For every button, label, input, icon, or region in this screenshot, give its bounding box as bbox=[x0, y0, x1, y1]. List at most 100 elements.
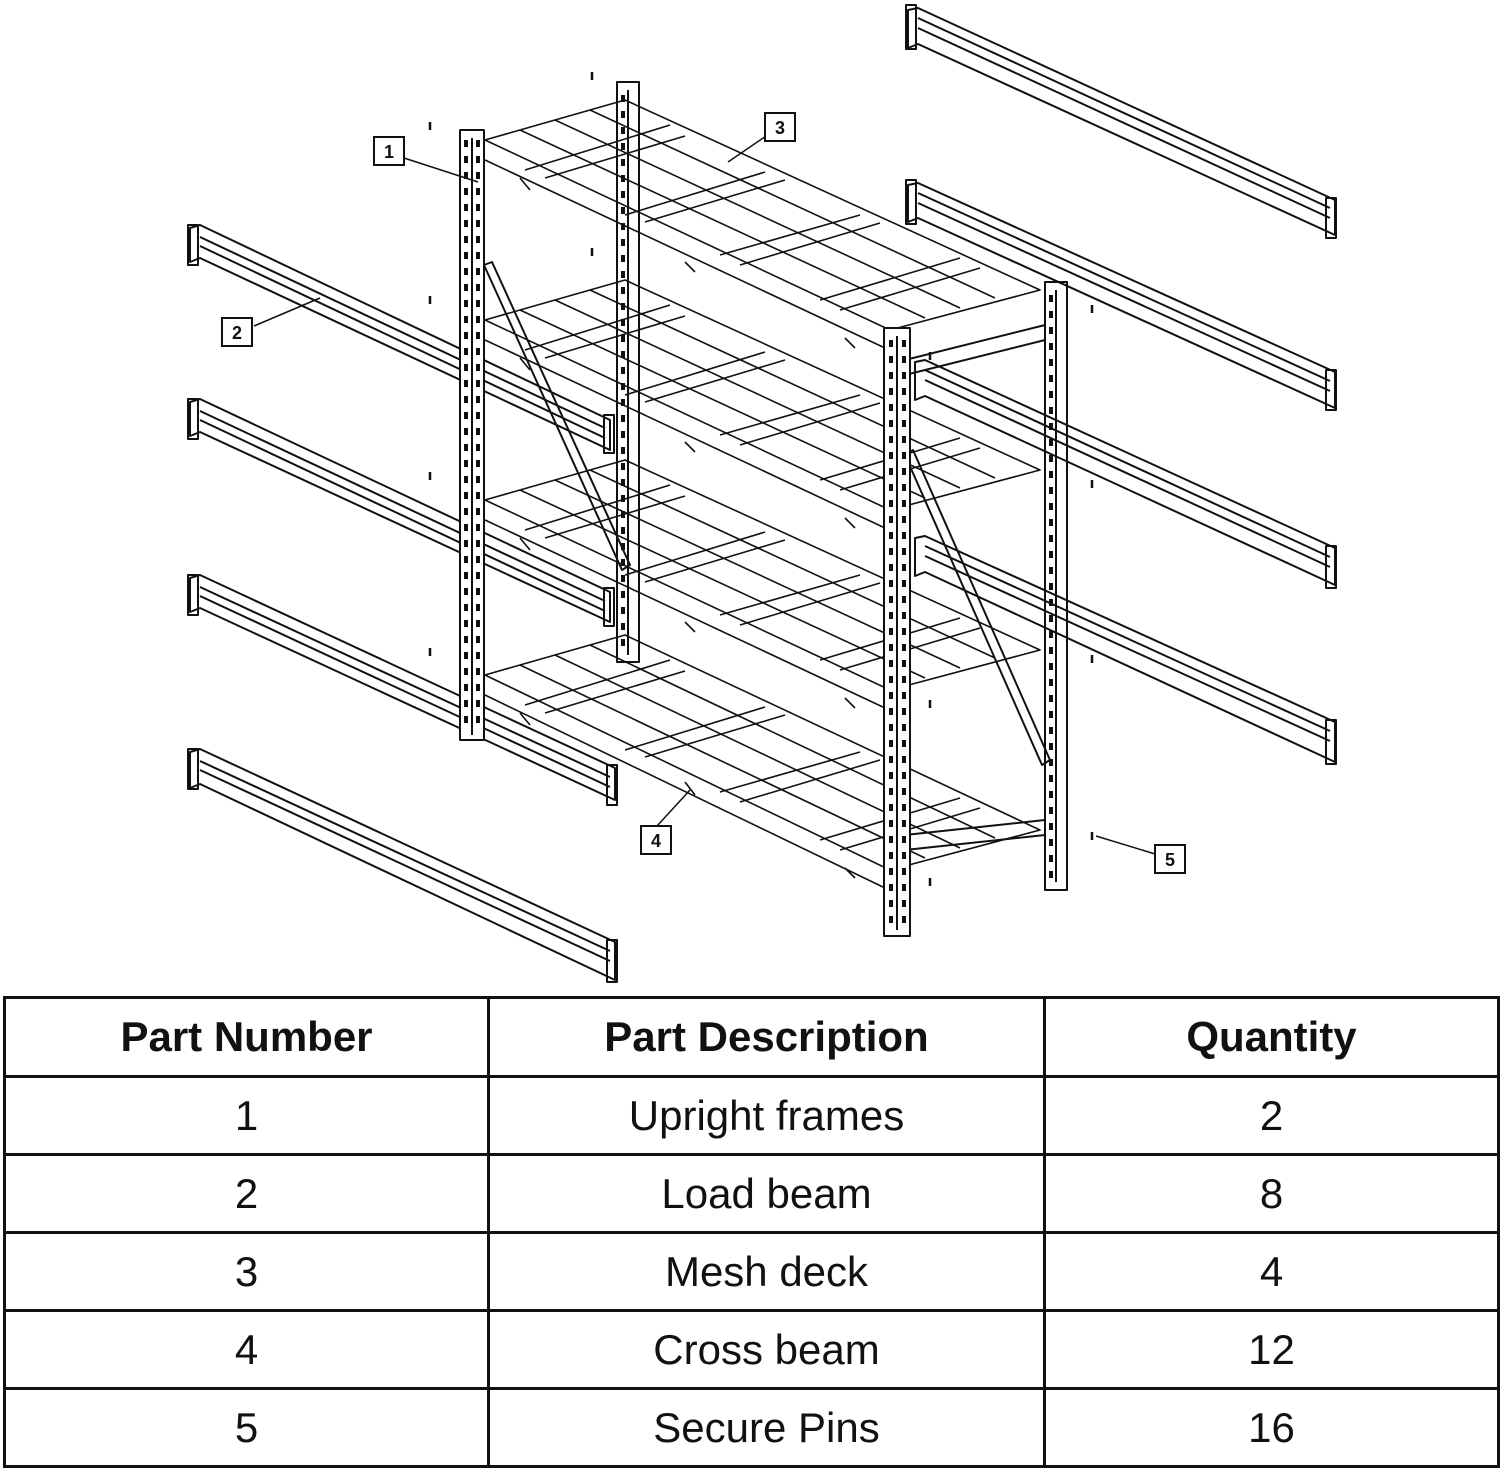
upright-hole bbox=[1049, 711, 1053, 718]
upright-hole bbox=[902, 564, 906, 571]
quantity-cell: 16 bbox=[1043, 1387, 1500, 1468]
load-beam bbox=[187, 398, 615, 627]
upright-hole bbox=[476, 700, 480, 707]
part-description-cell: Load beam bbox=[487, 1153, 1046, 1234]
upright-hole bbox=[889, 852, 893, 859]
upright-hole bbox=[464, 188, 468, 195]
upright-hole bbox=[621, 415, 625, 422]
part-number-cell: 5 bbox=[3, 1387, 490, 1468]
upright-hole bbox=[464, 540, 468, 547]
upright-hole bbox=[476, 204, 480, 211]
upright-hole bbox=[476, 300, 480, 307]
upright-hole bbox=[902, 484, 906, 491]
upright-hole bbox=[902, 628, 906, 635]
upright-hole bbox=[889, 516, 893, 523]
upright-hole bbox=[902, 404, 906, 411]
load-beam bbox=[187, 224, 615, 454]
upright-hole bbox=[476, 380, 480, 387]
upright-hole bbox=[464, 140, 468, 147]
upright-hole bbox=[621, 463, 625, 470]
upright-hole bbox=[1049, 503, 1053, 510]
upright-hole bbox=[889, 564, 893, 571]
upright-hole bbox=[1049, 663, 1053, 670]
upright-hole bbox=[1049, 839, 1053, 846]
upright-hole bbox=[621, 431, 625, 438]
quantity-cell: 4 bbox=[1043, 1231, 1500, 1312]
upright-hole bbox=[902, 436, 906, 443]
upright-hole bbox=[902, 372, 906, 379]
upright-frame-front-left bbox=[459, 129, 485, 741]
upright-hole bbox=[464, 268, 468, 275]
upright-hole bbox=[1049, 535, 1053, 542]
upright-hole bbox=[902, 772, 906, 779]
upright-hole bbox=[902, 804, 906, 811]
upright-hole bbox=[476, 364, 480, 371]
callout-2: 2 bbox=[221, 317, 253, 347]
upright-hole bbox=[476, 444, 480, 451]
part-number-cell: 1 bbox=[3, 1075, 490, 1156]
upright-hole bbox=[621, 335, 625, 342]
upright-hole bbox=[1049, 679, 1053, 686]
upright-hole bbox=[889, 804, 893, 811]
upright-hole bbox=[889, 404, 893, 411]
svg-text:1: 1 bbox=[384, 142, 394, 162]
upright-hole bbox=[621, 607, 625, 614]
table-row: 5 Secure Pins 16 bbox=[3, 1387, 1500, 1468]
upright-hole bbox=[621, 559, 625, 566]
upright-hole bbox=[902, 548, 906, 555]
upright-hole bbox=[621, 143, 625, 150]
upright-hole bbox=[1049, 599, 1053, 606]
upright-hole bbox=[464, 604, 468, 611]
upright-hole bbox=[464, 636, 468, 643]
upright-hole bbox=[902, 708, 906, 715]
upright-hole bbox=[1049, 519, 1053, 526]
upright-hole bbox=[889, 548, 893, 555]
upright-hole bbox=[621, 255, 625, 262]
upright-hole bbox=[464, 588, 468, 595]
upright-hole bbox=[621, 543, 625, 550]
upright-hole bbox=[902, 852, 906, 859]
upright-hole bbox=[621, 111, 625, 118]
upright-hole bbox=[902, 644, 906, 651]
upright-hole bbox=[476, 556, 480, 563]
upright-hole bbox=[621, 479, 625, 486]
upright-hole bbox=[464, 252, 468, 259]
table-row: 1 Upright frames 2 bbox=[3, 1075, 1500, 1156]
load-beam bbox=[187, 574, 618, 806]
upright-hole bbox=[1049, 823, 1053, 830]
load-beams-left bbox=[187, 224, 618, 983]
upright-hole bbox=[464, 492, 468, 499]
upright-hole bbox=[889, 884, 893, 891]
upright-hole bbox=[902, 420, 906, 427]
upright-hole bbox=[902, 468, 906, 475]
upright-hole bbox=[1049, 327, 1053, 334]
upright-hole bbox=[476, 572, 480, 579]
upright-hole bbox=[476, 476, 480, 483]
upright-hole bbox=[464, 300, 468, 307]
upright-hole bbox=[621, 495, 625, 502]
upright-hole bbox=[889, 580, 893, 587]
callout-1: 1 bbox=[373, 136, 405, 166]
upright-hole bbox=[902, 452, 906, 459]
column-header-part-description: Part Description bbox=[487, 996, 1046, 1078]
upright-hole bbox=[621, 591, 625, 598]
upright-hole bbox=[621, 271, 625, 278]
upright-hole bbox=[902, 612, 906, 619]
upright-hole bbox=[1049, 871, 1053, 878]
upright-hole bbox=[902, 836, 906, 843]
upright-hole bbox=[1049, 359, 1053, 366]
upright-hole bbox=[476, 492, 480, 499]
part-description-cell: Upright frames bbox=[487, 1075, 1046, 1156]
part-description-cell: Cross beam bbox=[487, 1309, 1046, 1390]
table-row: 2 Load beam 8 bbox=[3, 1153, 1500, 1234]
upright-hole bbox=[476, 636, 480, 643]
upright-hole bbox=[889, 900, 893, 907]
upright-hole bbox=[889, 628, 893, 635]
upright-hole bbox=[1049, 295, 1053, 302]
upright-hole bbox=[476, 252, 480, 259]
load-beam bbox=[187, 748, 618, 983]
upright-hole bbox=[889, 612, 893, 619]
upright-hole bbox=[1049, 471, 1053, 478]
upright-hole bbox=[889, 724, 893, 731]
upright-hole bbox=[621, 191, 625, 198]
